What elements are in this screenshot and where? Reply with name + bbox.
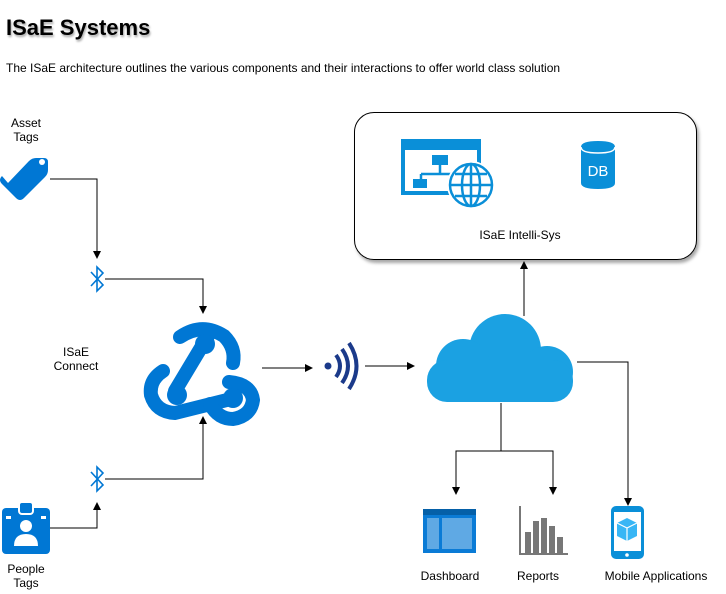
- page-subtitle: The ISaE architecture outlines the vario…: [6, 61, 561, 75]
- wireless-signal-icon[interactable]: [324, 341, 359, 391]
- intelli-sys-label: ISaE Intelli-Sys: [479, 228, 561, 242]
- asset-tags-label: Asset Tags: [6, 116, 46, 144]
- cloud-icon[interactable]: [427, 314, 573, 402]
- mobile-applications-label: Mobile Applications: [604, 569, 708, 583]
- edge-asset-to-bt1: [50, 178, 101, 259]
- edge-cloud-to-reports: [501, 450, 557, 495]
- edge-cloud-to-dashboard: [452, 403, 502, 495]
- page-title: ISaE Systems: [6, 15, 151, 40]
- edge-people-to-bt2: [50, 502, 101, 529]
- mobile-app-icon[interactable]: [611, 506, 644, 559]
- connect-label-line2: Connect: [53, 359, 99, 373]
- asset-tags-label-line2: Tags: [13, 130, 39, 144]
- bar-chart-icon[interactable]: [519, 506, 568, 555]
- edges: [50, 178, 632, 529]
- tag-icon[interactable]: [0, 158, 48, 200]
- id-badge-icon[interactable]: [2, 501, 50, 554]
- connect-label-line1: ISaE: [62, 345, 89, 359]
- web-app-icon[interactable]: [401, 139, 495, 209]
- connect-label: ISaE Connect: [48, 345, 104, 373]
- bluetooth-icon: [90, 265, 105, 293]
- edge-bt1-to-connect: [105, 278, 207, 314]
- edge-bt2-to-connect: [105, 416, 207, 480]
- webhook-icon-joints: [167, 334, 243, 408]
- bluetooth-icon: [90, 465, 105, 493]
- database-label: DB: [588, 163, 609, 180]
- asset-tags-label-line1: Asset: [10, 116, 41, 130]
- edge-cloud-to-mobile: [577, 361, 632, 506]
- reports-label: Reports: [516, 569, 560, 583]
- dashboard-icon[interactable]: [423, 509, 476, 553]
- people-tags-label: People Tags: [5, 562, 47, 590]
- people-tags-label-line2: Tags: [13, 576, 39, 590]
- database-icon[interactable]: DB: [580, 141, 616, 189]
- dashboard-label: Dashboard: [420, 569, 480, 583]
- people-tags-label-line1: People: [7, 562, 45, 576]
